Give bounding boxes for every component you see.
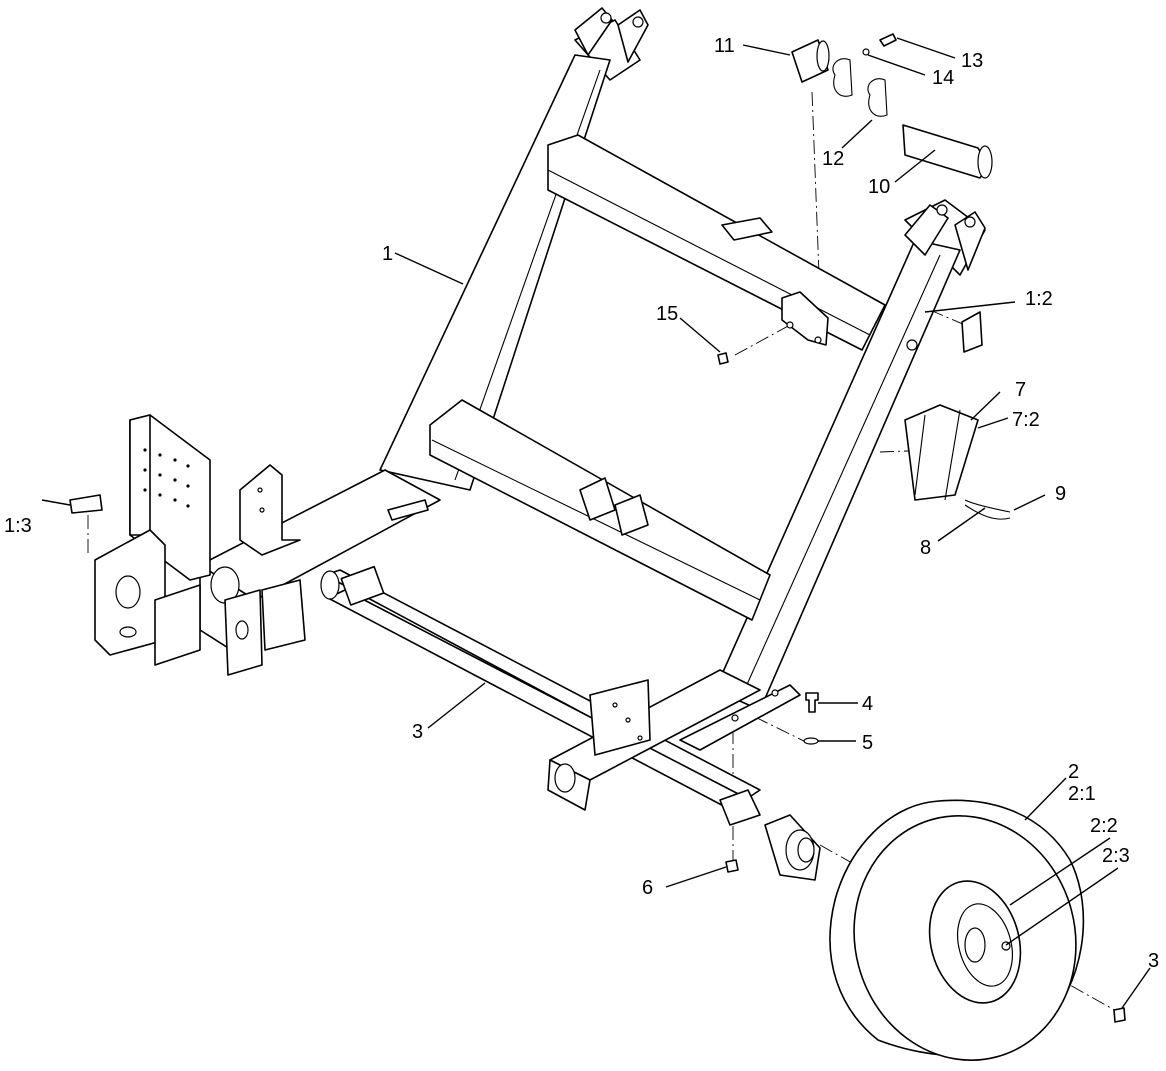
- callout-4: 4: [862, 693, 873, 715]
- callout-1: 1: [382, 243, 393, 265]
- callout-8: 8: [920, 537, 931, 559]
- wheel-tire: [829, 799, 1126, 1061]
- callout-15: 15: [656, 303, 678, 325]
- callout-9: 9: [1055, 483, 1066, 505]
- callout-2-3: 2:3: [1102, 845, 1130, 867]
- upper-pin-assembly: [791, 33, 993, 179]
- hitch-plate-holes: [143, 448, 190, 508]
- callout-14: 14: [932, 67, 954, 89]
- mount-bracket: [717, 291, 829, 365]
- callout-7-2: 7:2: [1012, 409, 1040, 431]
- callout-5: 5: [862, 732, 873, 754]
- callout-2-1: 2:1: [1068, 783, 1096, 805]
- callout-11: 11: [714, 35, 735, 57]
- main-frame: [94, 7, 986, 811]
- manual-tube: [904, 404, 1011, 520]
- callout-6: 6: [642, 877, 653, 899]
- callout-12: 12: [822, 148, 844, 170]
- callout-3: 3: [412, 721, 423, 743]
- callout-10: 10: [868, 176, 890, 198]
- callout-1-3: 1:3: [4, 515, 32, 537]
- callout-3-nut: 3: [1148, 950, 1159, 972]
- callout-labels: 1 1:2 1:3 2 2:1 2:2 2:3 3 3 4 5 6 7 7:2 …: [4, 35, 1159, 972]
- callout-7: 7: [1015, 379, 1026, 401]
- fasteners: [725, 692, 819, 873]
- wheel-hub: [719, 789, 821, 881]
- callout-1-2: 1:2: [1025, 288, 1053, 310]
- decals: [69, 311, 983, 514]
- callout-13: 13: [961, 50, 983, 72]
- leader-lines: [41, 37, 1151, 1009]
- callout-2-2: 2:2: [1090, 815, 1118, 837]
- callout-2: 2: [1068, 761, 1079, 783]
